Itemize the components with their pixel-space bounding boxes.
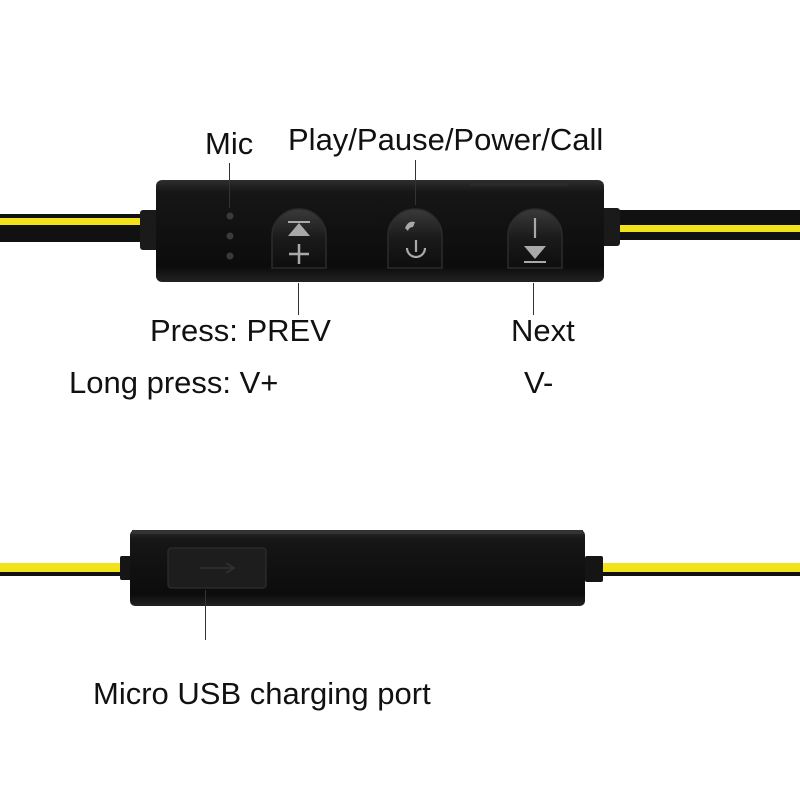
play-pause-label: Play/Pause/Power/Call <box>288 122 604 157</box>
usb-leader <box>205 590 206 640</box>
phone-power-icon <box>405 221 427 259</box>
next-vol-down-icon <box>524 218 546 263</box>
next-label: Next <box>511 313 575 348</box>
top-remote-body <box>156 180 604 282</box>
mic-leader <box>229 163 230 208</box>
long-press-vplus-label: Long press: V+ <box>69 365 279 400</box>
usb-port-label: Micro USB charging port <box>93 676 431 711</box>
mic-hole-icon <box>226 232 234 240</box>
next-leader <box>533 283 534 315</box>
mic-label: Mic <box>205 126 254 161</box>
play-pause-button[interactable] <box>387 208 443 269</box>
v-minus-label: V- <box>524 365 554 400</box>
prev-button[interactable] <box>271 208 327 269</box>
press-prev-label: Press: PREV <box>150 313 331 348</box>
prev-leader <box>298 283 299 315</box>
top-cable <box>0 208 800 250</box>
bottom-cable <box>0 556 800 582</box>
usb-port-cover[interactable] <box>167 547 267 589</box>
mic-hole-icon <box>226 212 234 220</box>
prev-vol-up-icon <box>288 221 310 264</box>
next-button[interactable] <box>507 208 563 269</box>
mic-hole-icon <box>226 252 234 260</box>
usb-icon <box>200 562 236 574</box>
play-pause-leader <box>415 160 416 205</box>
